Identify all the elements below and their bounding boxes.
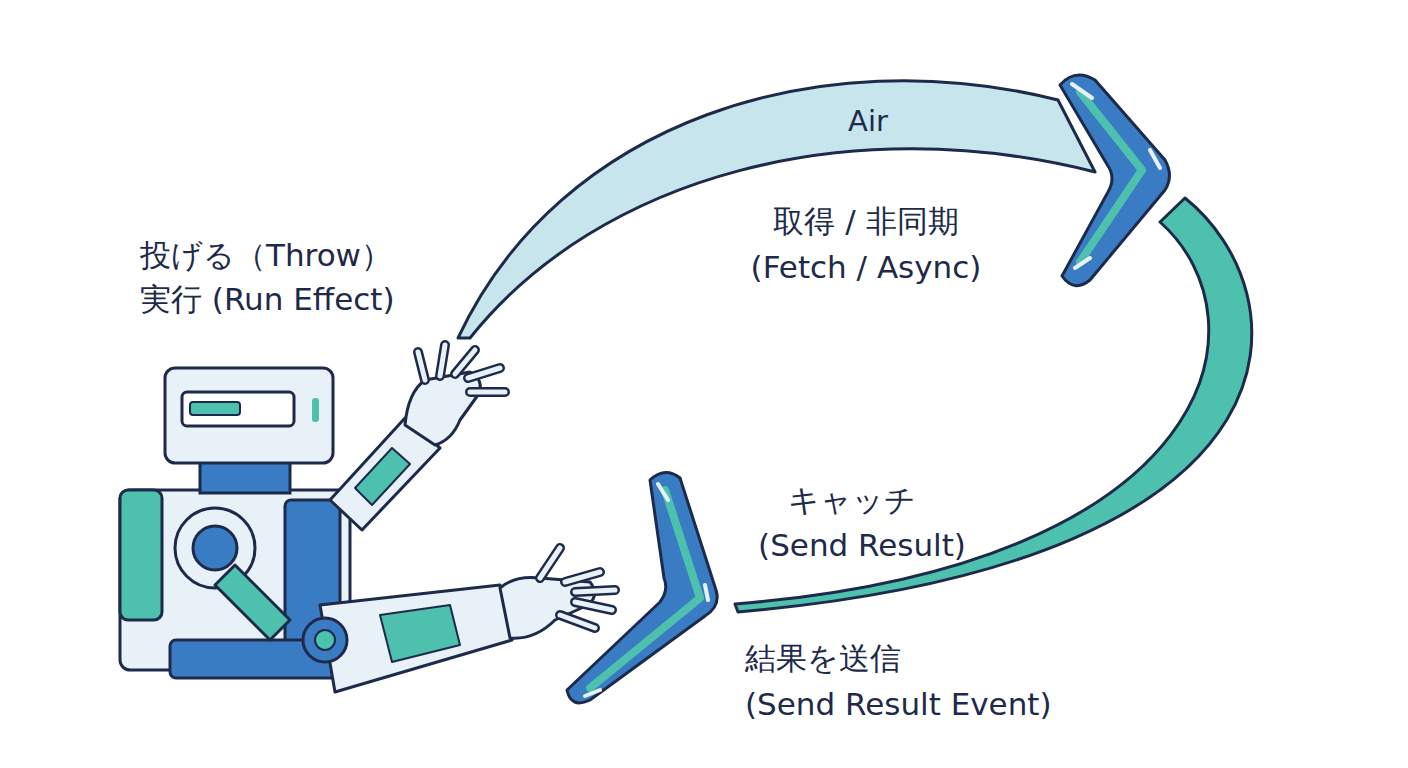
result-label: 結果を送信 bbox=[745, 640, 901, 677]
boomerang-stripe bbox=[1080, 92, 1142, 262]
robot-head bbox=[165, 368, 333, 463]
robot-eye bbox=[190, 402, 240, 415]
robot-hand bbox=[405, 372, 480, 445]
robot-visor bbox=[182, 392, 294, 426]
boomerang bbox=[1060, 75, 1169, 286]
action-label: 投げる（Throw） bbox=[140, 237, 392, 274]
robot-light bbox=[312, 398, 319, 422]
robot-arm-stripe bbox=[380, 605, 460, 662]
robot-fingers-fill bbox=[540, 548, 615, 628]
robot-fingers bbox=[418, 345, 505, 392]
phase-label: (Fetch / Async) bbox=[751, 249, 982, 286]
phase-label: キャッチ bbox=[788, 482, 916, 519]
return-arc bbox=[735, 198, 1252, 612]
robot-arm bbox=[320, 585, 512, 692]
robot-elbow bbox=[303, 618, 347, 662]
phase-label: (Send Result) bbox=[758, 527, 966, 564]
robot-fingers-fill bbox=[418, 345, 505, 392]
path-label: Air bbox=[848, 104, 888, 139]
air-arc bbox=[458, 81, 1095, 338]
robot-shoulder-joint bbox=[193, 526, 237, 570]
phase-label: 取得 / 非同期 bbox=[773, 203, 958, 240]
result-label: (Send Result Event) bbox=[745, 686, 1052, 723]
robot-fingers bbox=[540, 548, 615, 628]
boomerang-highlight bbox=[1072, 84, 1160, 268]
action-label: 実行 (Run Effect) bbox=[140, 281, 395, 318]
robot-elbow-joint bbox=[315, 630, 335, 650]
robot-side-panel bbox=[120, 490, 162, 620]
robot-limb bbox=[215, 565, 290, 640]
robot-arm-stripe bbox=[355, 448, 410, 505]
